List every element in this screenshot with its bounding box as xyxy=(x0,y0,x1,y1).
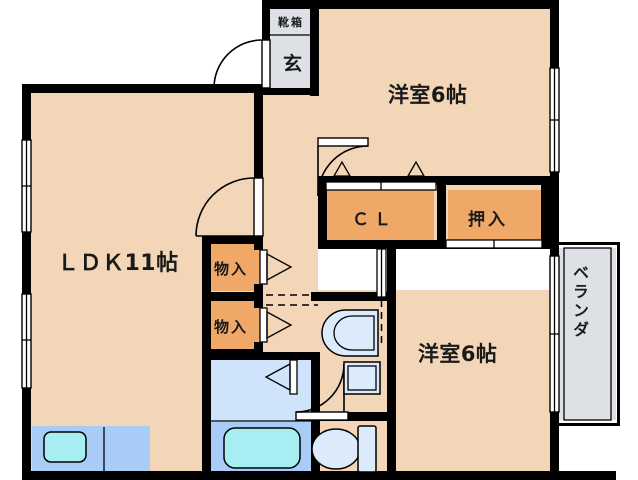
wall-south-bed-right-a xyxy=(550,240,559,256)
corridor-floor xyxy=(262,94,318,394)
wall-storage-mid xyxy=(202,292,263,301)
storage-lower-label: 物入 xyxy=(214,318,249,336)
wall-genkan-right xyxy=(310,0,319,96)
bedroom-south-label: 洋室6帖 xyxy=(418,342,498,366)
kitchen-counter xyxy=(32,426,150,472)
bathroom-floor xyxy=(210,422,312,472)
entrance-door-icon xyxy=(213,39,271,89)
wall-right-north-upper xyxy=(550,0,559,68)
wall-bottom xyxy=(22,471,616,480)
storage-lower-box xyxy=(210,301,260,349)
storage-upper-box xyxy=(210,243,260,291)
bedroom-south-floor xyxy=(390,290,550,472)
veranda-label: ベランダ xyxy=(570,264,589,340)
closet-oshiire-box xyxy=(448,190,544,240)
wall-closet-band-left xyxy=(318,176,327,249)
wall-right-north-lower xyxy=(550,172,559,248)
wall-ldk-corridor xyxy=(254,92,263,240)
sanitary-floor xyxy=(318,290,390,472)
veranda-frame-outer xyxy=(558,242,620,245)
window-bedroom-north xyxy=(549,67,560,173)
wall-closet-band-right xyxy=(541,176,550,249)
wall-closet-divider xyxy=(437,176,446,249)
wall-storage-right-a xyxy=(254,236,263,250)
veranda-frame-bottom xyxy=(558,423,620,426)
veranda-frame-right xyxy=(617,242,620,426)
wall-ldk-left-b xyxy=(22,232,31,294)
wall-genkan-left xyxy=(262,0,270,40)
bedroom-north-label: 洋室6帖 xyxy=(388,83,468,107)
wall-top-north xyxy=(262,0,558,9)
wall-bath-left xyxy=(202,352,211,472)
wall-storage-top xyxy=(202,236,263,244)
wall-sanitary-right xyxy=(387,292,396,472)
wall-sanitary-top xyxy=(311,292,396,301)
closet-cl-label: ＣＬ xyxy=(352,210,396,230)
wall-storage-right-b xyxy=(254,284,263,308)
shoe-cabinet-label: 靴箱 xyxy=(278,16,304,29)
storage-upper-label: 物入 xyxy=(214,260,249,278)
entrance-label: 玄 xyxy=(283,53,303,75)
wall-closet-band-bottom xyxy=(318,240,550,249)
closet-cl-box xyxy=(326,190,434,240)
wall-ldk-top xyxy=(30,84,202,93)
wall-sanitary-mid xyxy=(311,412,396,421)
wall-closet-band-top xyxy=(318,176,550,185)
wall-genkan-bottom xyxy=(262,88,318,95)
washroom-floor xyxy=(210,358,312,422)
wall-south-bed-right-b xyxy=(550,412,559,472)
wall-storage-right-c xyxy=(254,342,263,360)
ldk-label: ＬＤＫ11帖 xyxy=(57,251,179,276)
closet-oshiire-label: 押入 xyxy=(468,210,508,230)
wall-ldk-left-c xyxy=(22,388,31,480)
wall-south-bed-left xyxy=(387,249,396,299)
shoe-cabinet-box xyxy=(268,8,318,35)
wall-bath-top xyxy=(202,352,320,360)
wall-ldk-left-a xyxy=(22,84,31,140)
